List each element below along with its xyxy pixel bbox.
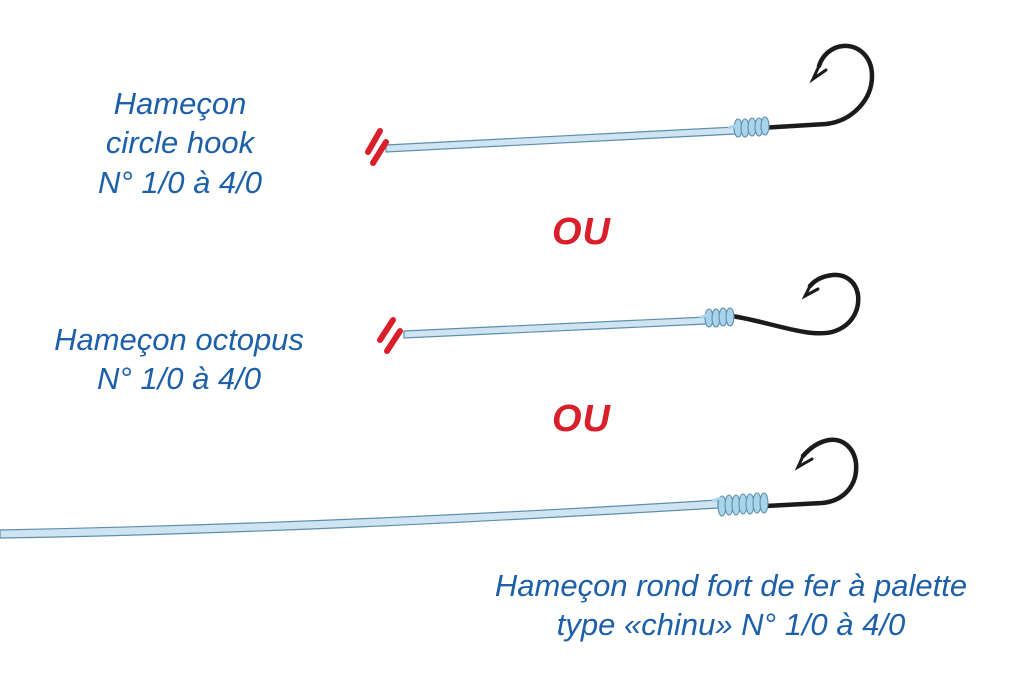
- circle-hook-label: Hameçon circle hook N° 1/0 à 4/0: [60, 84, 300, 202]
- separator-or-1: OU: [552, 211, 611, 253]
- chinu-hook-icon: [763, 437, 859, 509]
- knot-wrap-1: [727, 116, 770, 138]
- rig-chinu-hook: [0, 437, 859, 539]
- chinu-hook-label: Hameçon rond fort de fer à palette type …: [458, 566, 1004, 645]
- leader-line-1: [385, 126, 736, 153]
- circle-hook-label-line-1: Hameçon: [113, 86, 247, 121]
- knot-wrap-3: [711, 492, 769, 517]
- rig-circle-hook: [365, 43, 875, 166]
- octopus-hook-label: Hameçon octopus N° 1/0 à 4/0: [26, 320, 332, 399]
- circle-hook-label-line-2: circle hook: [105, 125, 255, 161]
- separator-or-2: OU: [552, 398, 611, 440]
- circle-hook-icon: [757, 43, 875, 131]
- cut-marks-1: [365, 128, 389, 166]
- chinu-hook-label-line-2: type «chinu» N° 1/0 à 4/0: [556, 607, 906, 643]
- leader-line-2: [403, 316, 707, 339]
- octopus-hook-label-line-2: N° 1/0 à 4/0: [96, 361, 262, 397]
- chinu-hook-label-line-1: Hameçon rond fort de fer à palette: [494, 568, 968, 603]
- octopus-hook-label-line-1: Hameçon octopus: [54, 322, 304, 357]
- cut-marks-2: [377, 317, 403, 354]
- circle-hook-label-line-3: N° 1/0 à 4/0: [97, 164, 263, 200]
- rig-octopus-hook: [377, 272, 861, 354]
- leader-line-3: [0, 499, 719, 539]
- knot-wrap-2: [699, 307, 735, 328]
- octopus-hook-icon: [729, 272, 861, 336]
